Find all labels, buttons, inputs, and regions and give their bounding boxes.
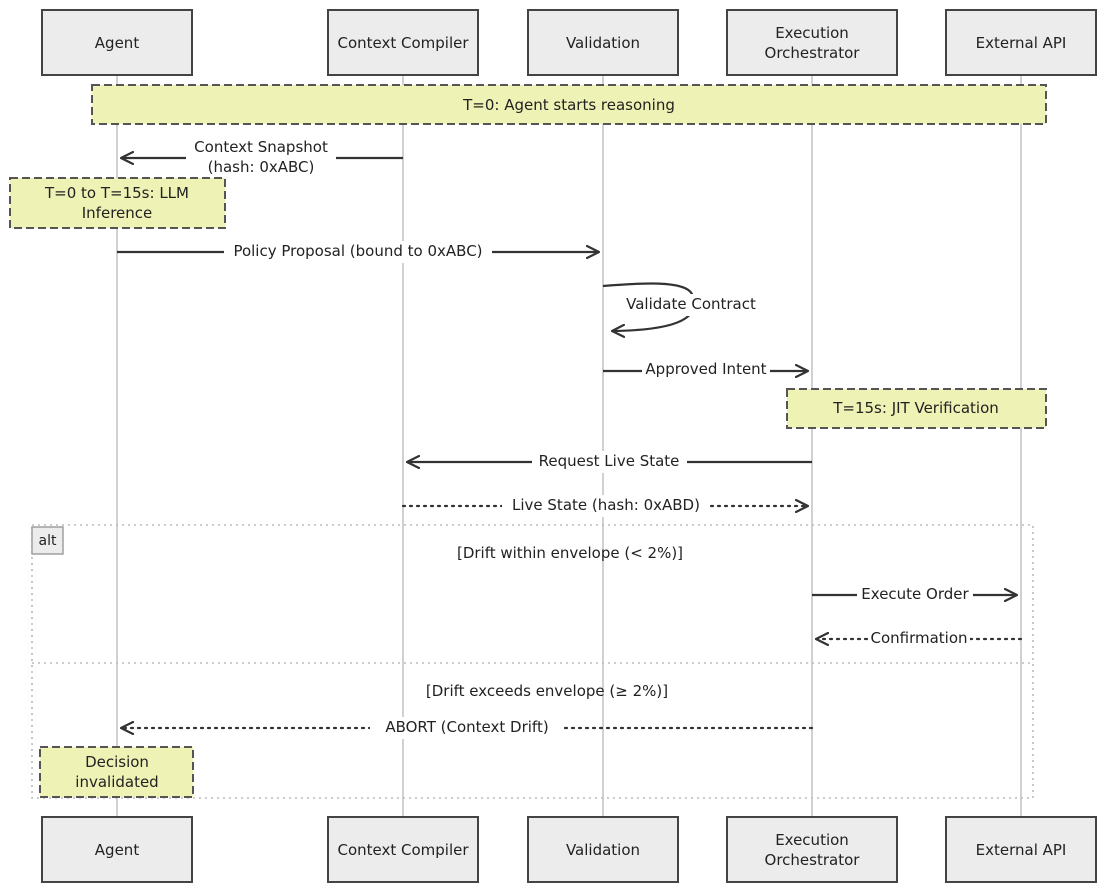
svg-text:Policy Proposal (bound to 0xAB: Policy Proposal (bound to 0xABC): [233, 242, 482, 260]
svg-text:T=0: Agent starts reasoning: T=0: Agent starts reasoning: [462, 96, 675, 114]
participant-validation-bottom: Validation: [527, 816, 679, 883]
svg-text:Inference: Inference: [82, 204, 153, 222]
alt-condition-within: [Drift within envelope (< 2%)]: [457, 544, 683, 562]
note-jit-verification: T=15s: JIT Verification: [786, 388, 1047, 429]
note-agent-starts-reasoning: T=0: Agent starts reasoning: [91, 84, 1047, 125]
svg-text:Execution: Execution: [775, 24, 849, 42]
message-validate-contract: Validate Contract: [602, 282, 762, 331]
svg-text:(hash: 0xABC): (hash: 0xABC): [208, 158, 315, 176]
svg-text:Context Compiler: Context Compiler: [337, 34, 469, 52]
participant-api-top: External API: [945, 9, 1097, 76]
svg-text:Validate Contract: Validate Contract: [626, 295, 756, 313]
message-abort: ABORT (Context Drift): [119, 717, 814, 739]
svg-text:Orchestrator: Orchestrator: [765, 851, 861, 869]
message-confirmation: Confirmation: [814, 628, 1023, 650]
participant-api-bottom: External API: [945, 816, 1097, 883]
note-llm-inference: T=0 to T=15s: LLM Inference: [9, 177, 226, 229]
svg-text:Execute Order: Execute Order: [861, 585, 969, 603]
message-policy-proposal: Policy Proposal (bound to 0xABC): [117, 241, 599, 263]
note-decision-invalidated: Decision invalidated: [39, 746, 194, 798]
alt-condition-exceeds: [Drift exceeds envelope (≥ 2%)]: [426, 682, 668, 700]
participant-orchestrator-top: Execution Orchestrator: [726, 9, 898, 76]
svg-text:ABORT (Context Drift): ABORT (Context Drift): [385, 718, 548, 736]
svg-text:Decision: Decision: [85, 753, 149, 771]
message-request-live-state: Request Live State: [407, 451, 812, 473]
participant-orchestrator-bottom: Execution Orchestrator: [726, 816, 898, 883]
participant-agent-bottom: Agent: [41, 816, 193, 883]
participant-agent-top: Agent: [41, 9, 193, 76]
svg-text:Validation: Validation: [566, 841, 640, 859]
message-live-state: Live State (hash: 0xABD): [401, 495, 810, 517]
svg-text:Live State (hash: 0xABD): Live State (hash: 0xABD): [512, 496, 700, 514]
participant-validation-top: Validation: [527, 9, 679, 76]
svg-text:Approved Intent: Approved Intent: [645, 360, 766, 378]
svg-text:Agent: Agent: [95, 34, 140, 52]
svg-text:Context Snapshot: Context Snapshot: [194, 138, 328, 156]
svg-text:T=0 to T=15s: LLM: T=0 to T=15s: LLM: [44, 184, 189, 202]
svg-text:Request Live State: Request Live State: [539, 452, 680, 470]
alt-label-box: [31, 526, 64, 555]
message-execute-order: Execute Order: [812, 584, 1017, 606]
message-context-snapshot: Context Snapshot (hash: 0xABC): [121, 138, 403, 177]
message-approved-intent: Approved Intent: [603, 360, 808, 382]
svg-text:Context Compiler: Context Compiler: [337, 841, 469, 859]
svg-text:External API: External API: [976, 841, 1067, 859]
svg-text:invalidated: invalidated: [75, 773, 158, 791]
svg-text:Orchestrator: Orchestrator: [765, 44, 861, 62]
participant-compiler-top: Context Compiler: [327, 9, 479, 76]
alt-frame: alt [Drift within envelope (< 2%)] [Drif…: [31, 524, 1034, 799]
svg-text:Confirmation: Confirmation: [870, 629, 967, 647]
alt-label: alt: [39, 533, 57, 549]
participant-compiler-bottom: Context Compiler: [327, 816, 479, 883]
svg-text:External API: External API: [976, 34, 1067, 52]
svg-text:Execution: Execution: [775, 831, 849, 849]
svg-text:Validation: Validation: [566, 34, 640, 52]
svg-text:T=15s: JIT Verification: T=15s: JIT Verification: [832, 399, 999, 417]
svg-text:Agent: Agent: [95, 841, 140, 859]
